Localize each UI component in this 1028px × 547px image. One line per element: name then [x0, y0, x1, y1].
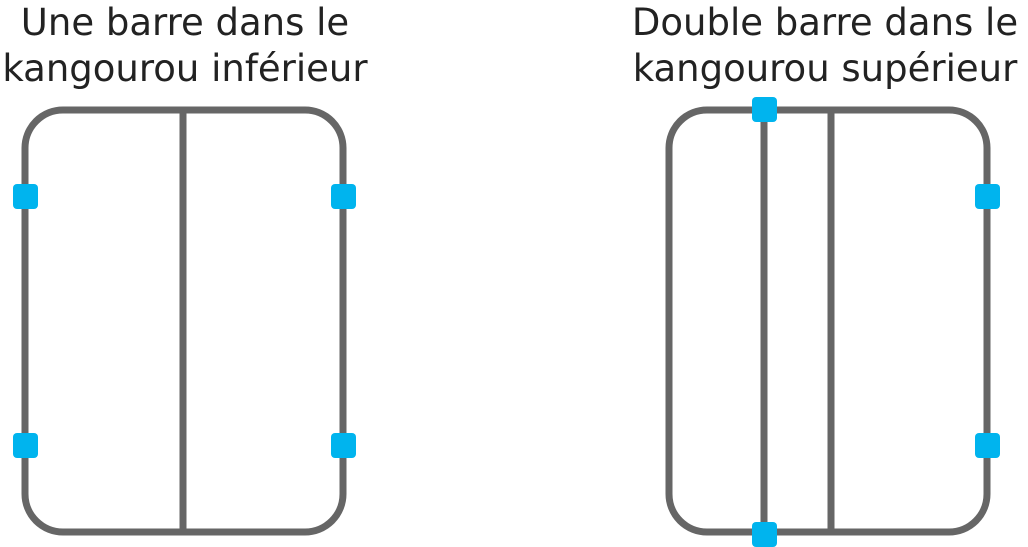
connector-right-top[interactable] [331, 184, 356, 209]
diagram-double-bar [665, 97, 1000, 547]
connector-left-bottom[interactable] [13, 433, 38, 458]
caption-line-1: Double barre dans le [631, 1, 1019, 44]
connector-left-top[interactable] [13, 184, 38, 209]
connector-right-top[interactable] [975, 184, 1000, 209]
caption-line-2: kangourou inférieur [2, 47, 368, 90]
connector-right-bottom[interactable] [331, 433, 356, 458]
caption-line-1: Une barre dans le [20, 1, 350, 44]
connector-bar-bottom[interactable] [752, 522, 777, 547]
caption-double-bar-upper-kangaroo: Double barre dans le kangourou supérieur [622, 0, 1028, 92]
diagram-single-bar [13, 106, 356, 536]
caption-line-2: kangourou supérieur [632, 47, 1018, 90]
caption-single-bar-lower-kangaroo: Une barre dans le kangourou inférieur [0, 0, 370, 92]
connector-bar-top[interactable] [752, 97, 777, 122]
connector-right-bottom[interactable] [975, 433, 1000, 458]
